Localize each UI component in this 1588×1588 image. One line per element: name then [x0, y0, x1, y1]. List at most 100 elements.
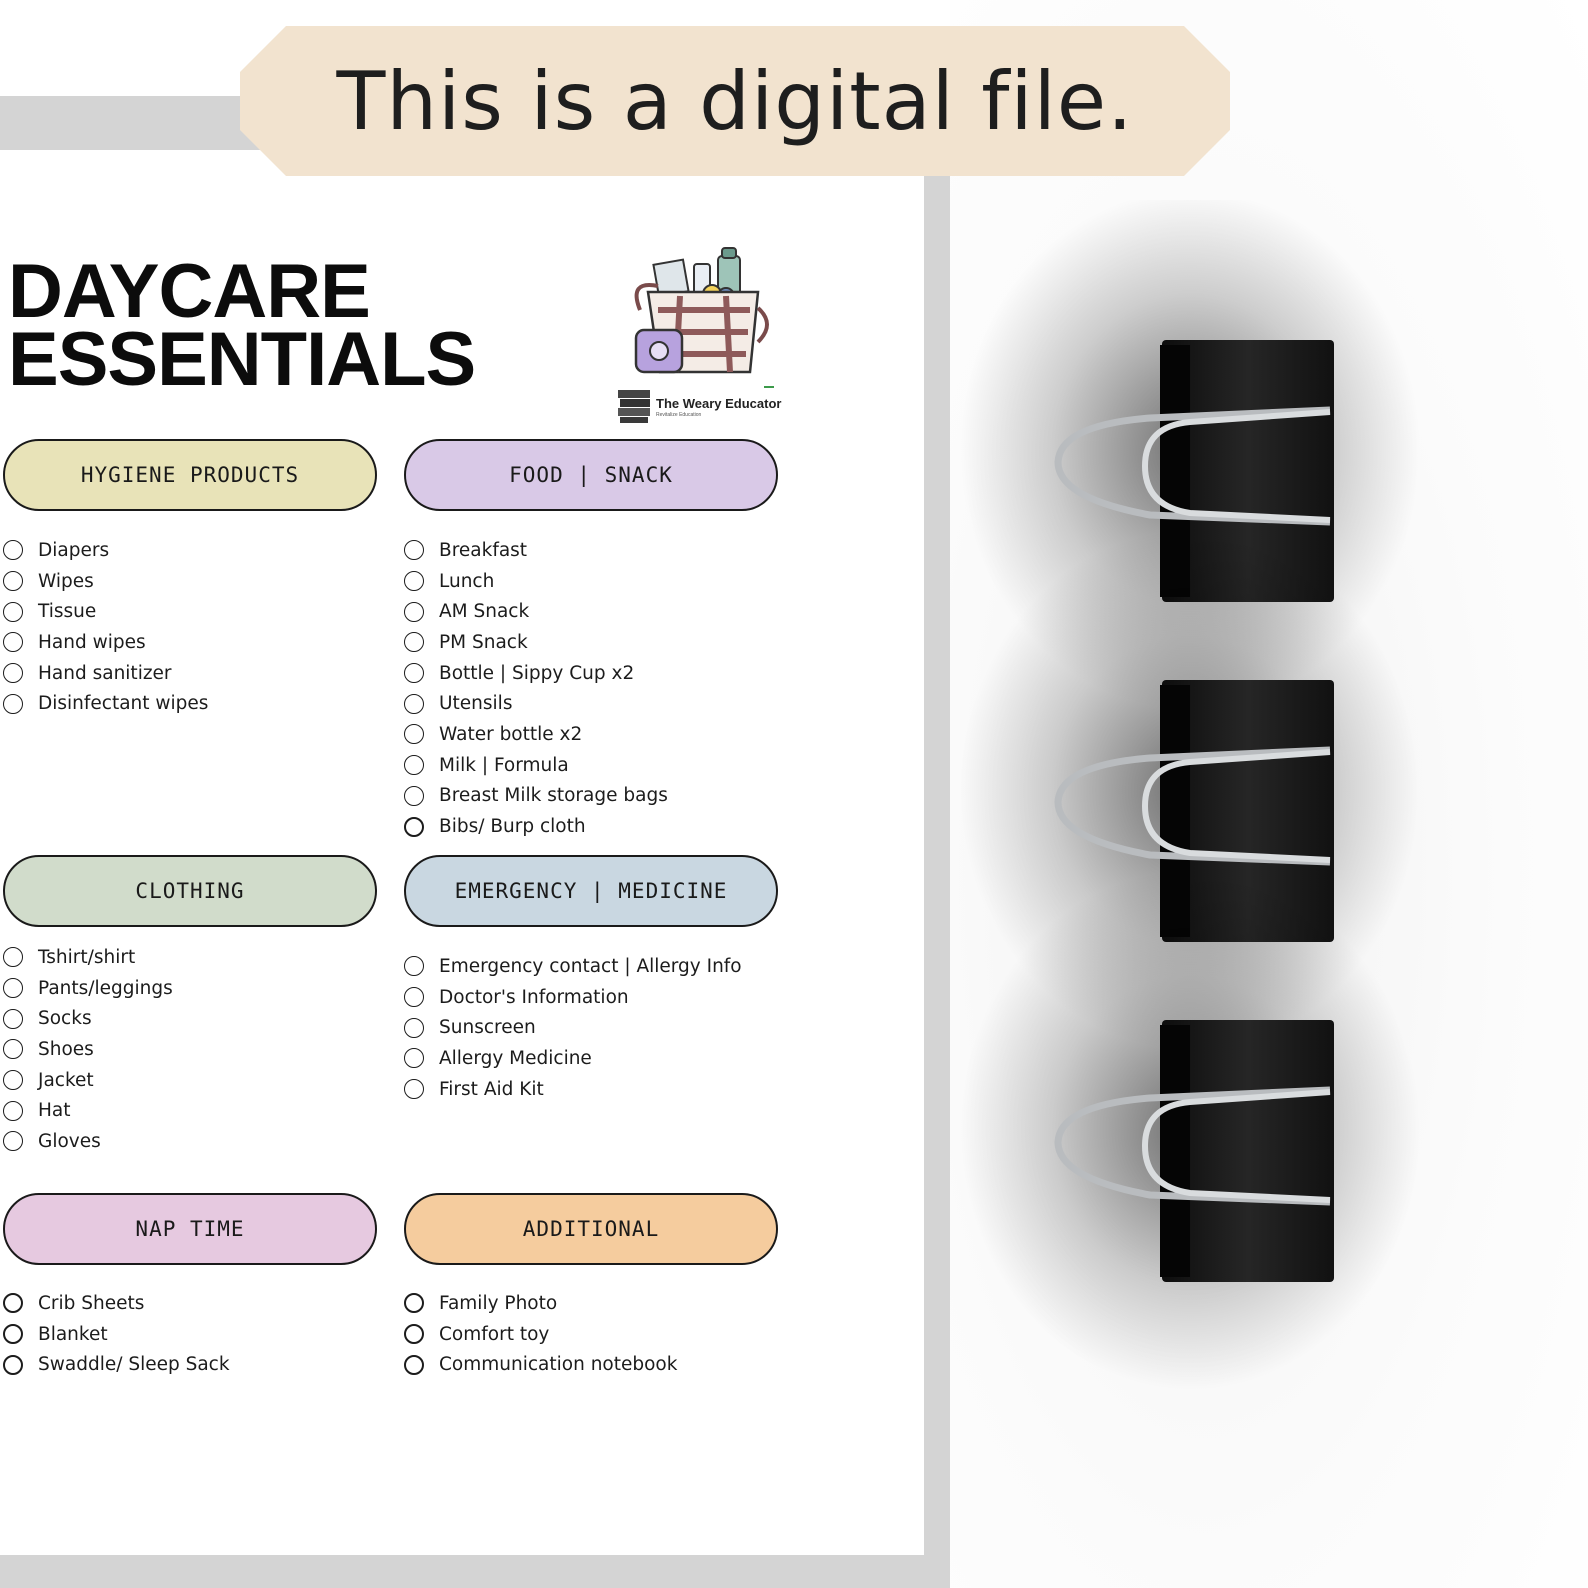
checkbox-circle-icon[interactable] [3, 1070, 23, 1091]
checklist-item[interactable]: Bottle | Sippy Cup x2 [404, 658, 668, 689]
checkbox-circle-icon[interactable] [3, 540, 23, 561]
checkbox-circle-icon[interactable] [404, 1293, 424, 1314]
checkbox-circle-icon[interactable] [3, 632, 23, 653]
checklist-item[interactable]: Crib Sheets [3, 1288, 230, 1319]
checklist-item-label: Bibs/ Burp cloth [439, 816, 586, 838]
checklist-item[interactable]: Water bottle x2 [404, 719, 668, 750]
checklist-item[interactable]: First Aid Kit [404, 1074, 742, 1105]
checklist-item-label: Comfort toy [439, 1323, 550, 1345]
checklist-item[interactable]: Blanket [3, 1319, 230, 1350]
checkbox-circle-icon[interactable] [404, 785, 424, 806]
checkbox-circle-icon[interactable] [404, 1354, 424, 1375]
checkbox-circle-icon[interactable] [3, 663, 23, 684]
checkbox-circle-icon[interactable] [404, 571, 424, 592]
heading-additional-label: ADDITIONAL [522, 1217, 660, 1241]
checkbox-circle-icon[interactable] [404, 663, 424, 684]
checklist-item-label: Hat [38, 1100, 71, 1122]
title-line-2: ESSENTIALS [8, 317, 476, 402]
logo-tagline: Revitalize Education [656, 412, 702, 418]
checkbox-circle-icon[interactable] [404, 956, 424, 977]
checklist-item[interactable]: Disinfectant wipes [3, 688, 208, 719]
checklist-item[interactable]: Socks [3, 1003, 173, 1034]
binder-clip-icon [960, 870, 1420, 1390]
checkbox-circle-icon[interactable] [3, 1100, 23, 1121]
emergency-checklist: Emergency contact | Allergy Info Doctor'… [404, 951, 742, 1104]
nap-time-checklist: Crib Sheets Blanket Swaddle/ Sleep Sack [3, 1288, 230, 1380]
checklist-item-label: Crib Sheets [38, 1292, 145, 1314]
checklist-item[interactable]: Hand sanitizer [3, 658, 208, 689]
checkbox-circle-icon[interactable] [404, 693, 424, 714]
heading-food-label: FOOD | SNACK [509, 463, 673, 487]
checkbox-circle-icon[interactable] [3, 1008, 23, 1029]
checklist-item[interactable]: Gloves [3, 1126, 173, 1157]
checkbox-circle-icon[interactable] [404, 987, 424, 1008]
checkbox-circle-icon[interactable] [3, 947, 23, 968]
checklist-item-label: Sunscreen [439, 1017, 536, 1039]
frame-edge-bottom [0, 1555, 950, 1588]
diaper-bag-logo-icon [618, 240, 776, 423]
checkbox-circle-icon[interactable] [404, 632, 424, 653]
checklist-item[interactable]: Sunscreen [404, 1012, 742, 1043]
checkbox-circle-icon[interactable] [404, 540, 424, 561]
checklist-item-label: Pants/leggings [38, 977, 173, 999]
digital-file-banner: This is a digital file. [240, 26, 1230, 176]
checkbox-circle-icon[interactable] [3, 978, 23, 999]
checklist-item[interactable]: Emergency contact | Allergy Info [404, 951, 742, 982]
checkbox-circle-icon[interactable] [3, 601, 23, 622]
heading-clothing-label: CLOTHING [135, 879, 245, 903]
checklist-item[interactable]: Tshirt/shirt [3, 942, 173, 973]
checklist-item[interactable]: PM Snack [404, 627, 668, 658]
checkbox-circle-icon[interactable] [3, 1293, 23, 1314]
checklist-item-label: Disinfectant wipes [38, 693, 209, 715]
checklist-item[interactable]: Milk | Formula [404, 750, 668, 781]
checkbox-circle-icon[interactable] [404, 1324, 424, 1345]
checkbox-circle-icon[interactable] [3, 1131, 23, 1152]
checklist-item-label: Blanket [38, 1323, 108, 1345]
checklist-item[interactable]: Tissue [3, 596, 208, 627]
checklist-item[interactable]: Comfort toy [404, 1319, 677, 1350]
checklist-item-label: Socks [38, 1008, 92, 1030]
checkbox-circle-icon[interactable] [3, 571, 23, 592]
checklist-item-label: Shoes [38, 1038, 94, 1060]
checklist-item[interactable]: Pants/leggings [3, 973, 173, 1004]
checkbox-circle-icon[interactable] [404, 1079, 424, 1100]
checkbox-circle-icon[interactable] [3, 1354, 23, 1375]
title-line-1: DAYCARE [8, 249, 371, 334]
checklist-item[interactable]: Allergy Medicine [404, 1043, 742, 1074]
checkbox-circle-icon[interactable] [3, 693, 23, 714]
checklist-item[interactable]: Hat [3, 1095, 173, 1126]
banner-text: This is a digital file. [336, 54, 1134, 148]
checklist-item-label: First Aid Kit [439, 1078, 544, 1100]
checklist-item[interactable]: Lunch [404, 566, 668, 597]
checklist-item-label: Lunch [439, 570, 495, 592]
checklist-item[interactable]: Shoes [3, 1034, 173, 1065]
checklist-item[interactable]: Bibs/ Burp cloth [404, 811, 668, 842]
checklist-item-label: Breast Milk storage bags [439, 785, 668, 807]
checkbox-circle-icon[interactable] [404, 816, 424, 837]
checklist-item-label: Tissue [38, 601, 97, 623]
checkbox-circle-icon[interactable] [404, 724, 424, 745]
checklist-item-label: Jacket [38, 1069, 94, 1091]
additional-checklist: Family Photo Comfort toy Communication n… [404, 1288, 677, 1380]
checklist-item[interactable]: Breast Milk storage bags [404, 781, 668, 812]
checklist-item[interactable]: Breakfast [404, 535, 668, 566]
checkbox-circle-icon[interactable] [3, 1039, 23, 1060]
checklist-item-label: Doctor's Information [439, 986, 629, 1008]
checklist-item[interactable]: Swaddle/ Sleep Sack [3, 1349, 230, 1380]
checkbox-circle-icon[interactable] [404, 1048, 424, 1069]
checklist-item[interactable]: Doctor's Information [404, 982, 742, 1013]
checklist-item[interactable]: Family Photo [404, 1288, 677, 1319]
checklist-item[interactable]: AM Snack [404, 596, 668, 627]
checkbox-circle-icon[interactable] [3, 1324, 23, 1345]
checklist-item[interactable]: Hand wipes [3, 627, 208, 658]
checklist-item[interactable]: Jacket [3, 1065, 173, 1096]
checklist-item[interactable]: Wipes [3, 566, 208, 597]
checkbox-circle-icon[interactable] [404, 1017, 424, 1038]
checklist-item-label: Swaddle/ Sleep Sack [38, 1354, 230, 1376]
checklist-item[interactable]: Utensils [404, 688, 668, 719]
checkbox-circle-icon[interactable] [404, 755, 424, 776]
checklist-item[interactable]: Diapers [3, 535, 208, 566]
checklist-item[interactable]: Communication notebook [404, 1349, 677, 1380]
checkbox-circle-icon[interactable] [404, 601, 424, 622]
checklist-item-label: Allergy Medicine [439, 1047, 592, 1069]
